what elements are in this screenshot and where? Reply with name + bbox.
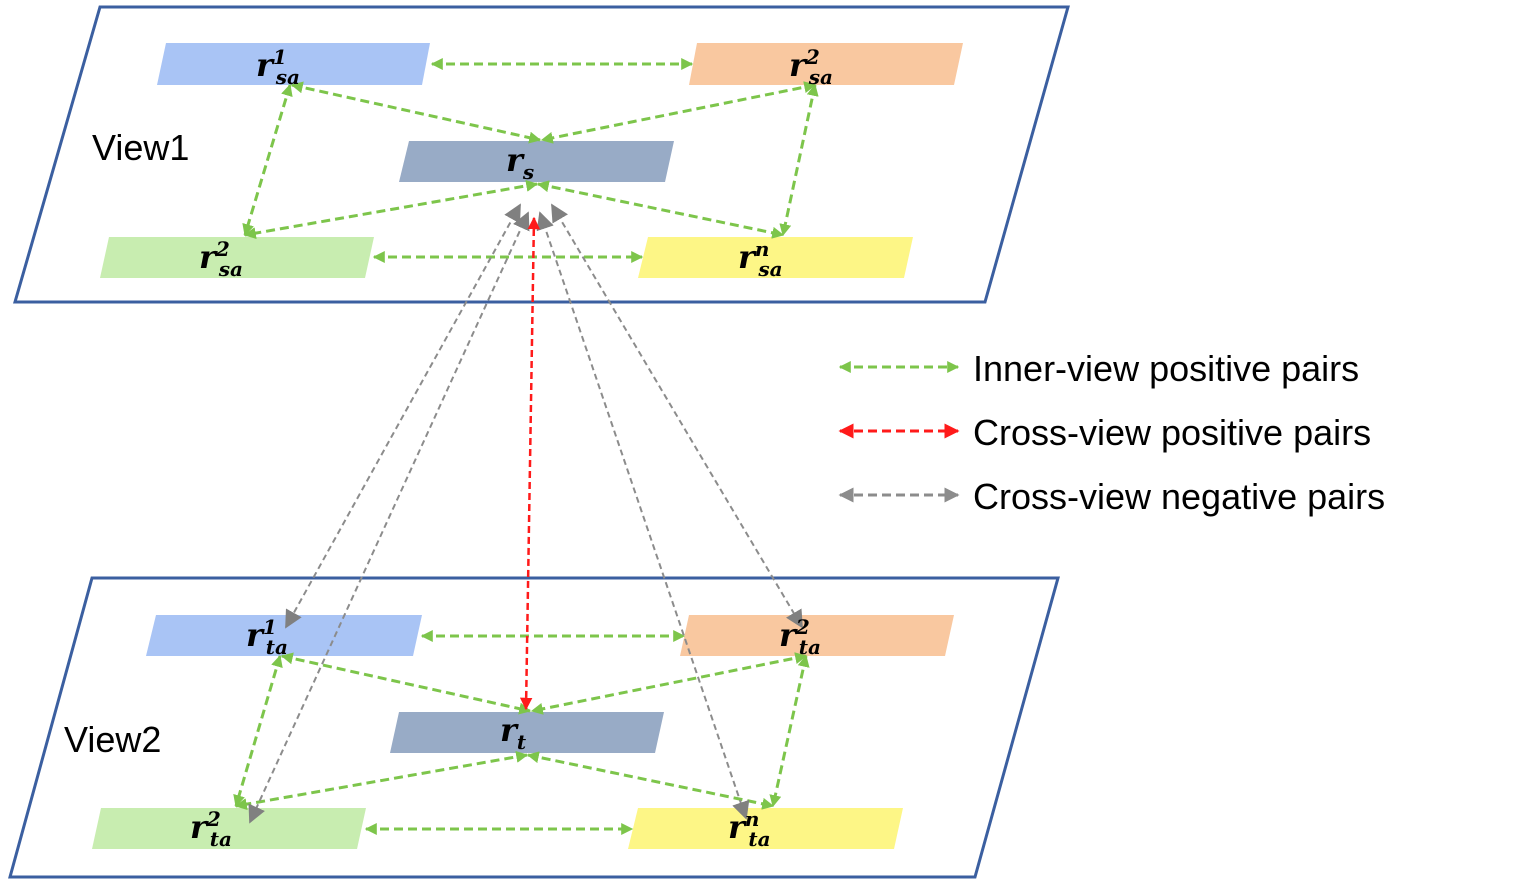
legend-cross-positive-text: Cross-view positive pairs xyxy=(973,412,1371,453)
legend-cross-negative-text: Cross-view negative pairs xyxy=(973,476,1385,517)
v1-node-top-right xyxy=(689,43,963,85)
v1-node-top-left xyxy=(157,43,430,85)
v1-node-center-label: rs xyxy=(506,141,534,184)
edge-cross-positive-rs-rt xyxy=(519,216,541,711)
v2-node-center xyxy=(390,712,664,753)
edge-neg-rs-botleft xyxy=(248,211,530,824)
edge-v1-topright-center xyxy=(540,81,817,144)
view1-label: View1 xyxy=(92,127,189,168)
cross-view-negative-edges xyxy=(248,203,803,824)
legend-inner-positive-text: Inner-view positive pairs xyxy=(973,348,1359,389)
v1-node-center xyxy=(399,141,674,182)
v2-node-center-label: rt xyxy=(500,711,527,754)
edge-neg-rs-botright xyxy=(536,211,750,820)
edge-v2-topright-botright xyxy=(769,654,810,808)
legend: Inner-view positive pairs Cross-view pos… xyxy=(838,348,1385,517)
edge-v1-topleft-center xyxy=(290,81,542,144)
view2-label: View2 xyxy=(64,719,161,760)
